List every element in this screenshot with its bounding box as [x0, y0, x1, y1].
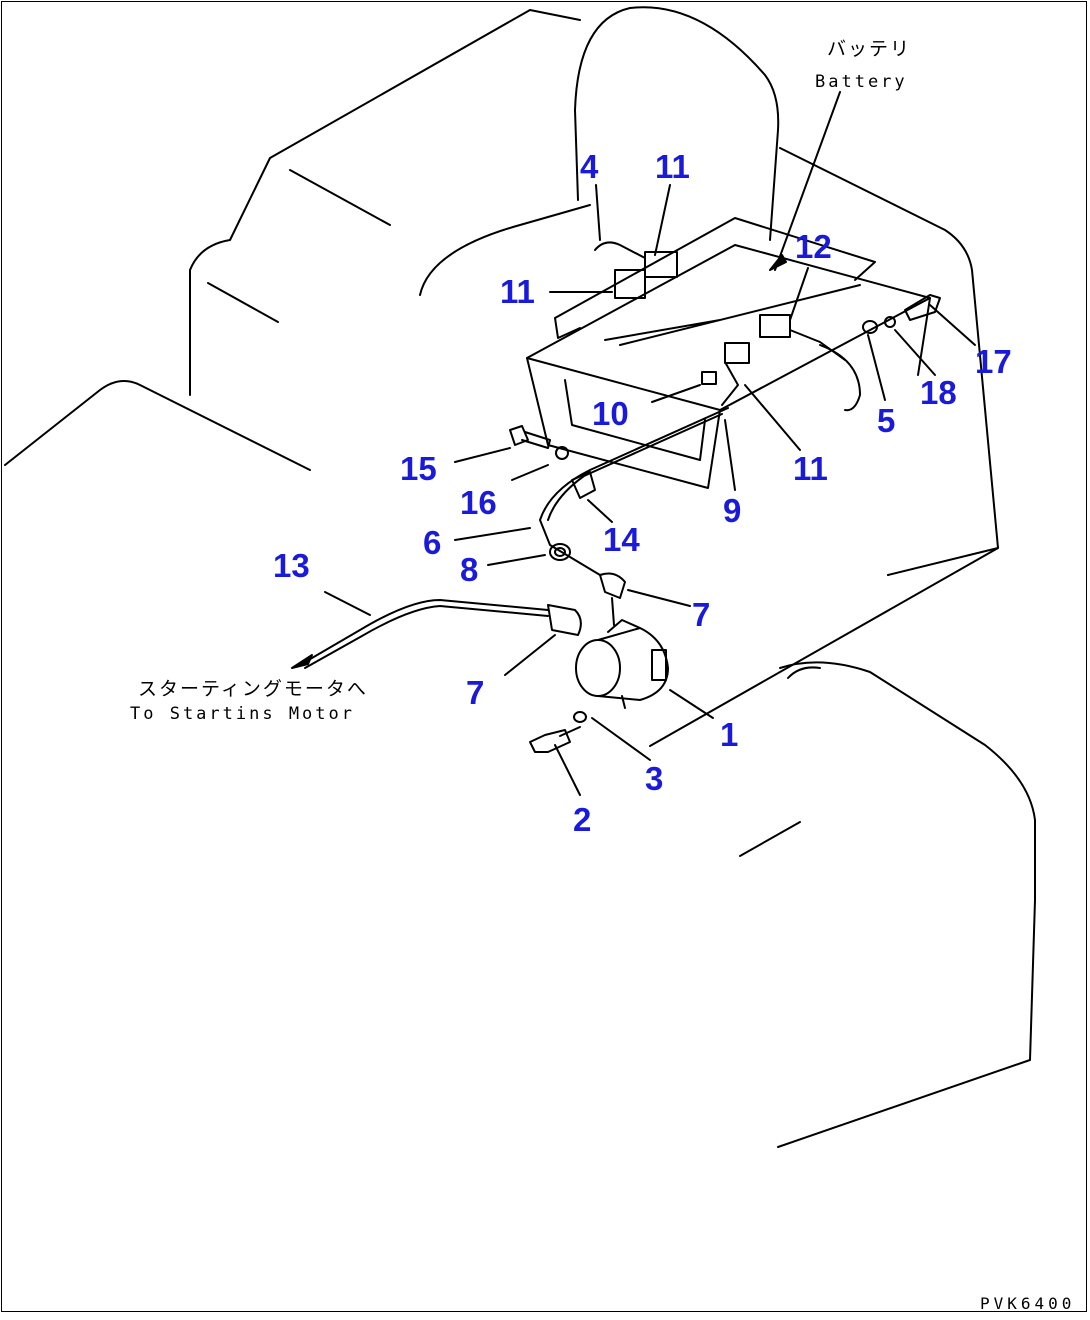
bolt-15-shank	[521, 431, 551, 449]
callout-11-left: 11	[500, 273, 535, 310]
callout-18: 18	[920, 374, 957, 411]
callout-12: 12	[795, 228, 832, 265]
clip-14	[571, 471, 596, 499]
callout-8: 8	[460, 551, 479, 588]
cable-13b	[304, 605, 549, 669]
part-1-top	[607, 619, 641, 633]
callout-2: 2	[573, 801, 592, 838]
battery-label-en: Battery	[815, 72, 908, 92]
bolt-17	[904, 294, 941, 321]
seat-back	[574, 6, 780, 241]
rear-body-inner-lines	[207, 169, 889, 576]
battery-inner-front	[564, 379, 706, 461]
terminal-clamp	[789, 329, 846, 361]
left-fender	[4, 380, 311, 471]
callout-14: 14	[603, 521, 640, 558]
battery-label-jp: バッテリ	[827, 38, 912, 60]
ground-cable-5	[819, 344, 861, 412]
battery-front	[526, 357, 721, 489]
rear-body-lower	[649, 547, 999, 747]
callout-11-right: 11	[793, 450, 828, 487]
bolt-15	[509, 425, 529, 446]
callout-4: 4	[580, 148, 599, 185]
terminal-9	[721, 361, 739, 406]
rear-body-top-right	[779, 147, 999, 576]
callout-11-top: 11	[655, 148, 690, 185]
part-1-body	[597, 627, 669, 701]
boot-7-lower	[547, 604, 582, 636]
callout-7-upper: 7	[692, 596, 711, 633]
callout-17: 17	[975, 343, 1012, 380]
callout-6: 6	[423, 524, 442, 561]
starting-motor-label-en: To Startins Motor	[130, 704, 355, 724]
cable-6	[539, 407, 729, 576]
right-drum-inner	[787, 666, 821, 679]
cable-13	[299, 599, 549, 666]
callout-10: 10	[592, 395, 629, 432]
callout-5: 5	[877, 402, 896, 439]
callout-3: 3	[645, 760, 664, 797]
cable-6b	[547, 413, 723, 521]
drawing-code: PVK6400	[980, 1294, 1076, 1313]
rear-body-seam	[419, 204, 591, 296]
battery-holder-bar2	[604, 284, 861, 346]
callout-7-lower: 7	[466, 674, 485, 711]
bolt-2	[529, 729, 571, 753]
callout-16: 16	[460, 484, 497, 521]
starting-motor-label-jp: スターティングモータへ	[138, 678, 368, 700]
battery-side	[917, 297, 931, 376]
callout-1: 1	[720, 716, 739, 753]
right-drum	[739, 661, 1036, 1148]
callout-9: 9	[723, 492, 742, 529]
callout-13: 13	[273, 547, 310, 584]
boot-7-upper	[599, 572, 626, 599]
battery-top	[526, 244, 931, 411]
terminal-left	[594, 241, 646, 259]
rear-body-outline	[189, 9, 581, 396]
battery-arrowhead	[769, 254, 787, 271]
bolt-2-shank	[559, 726, 581, 737]
cable-13-arrowhead	[291, 654, 313, 669]
battery-arrow	[774, 91, 841, 271]
callout-15: 15	[400, 450, 437, 487]
